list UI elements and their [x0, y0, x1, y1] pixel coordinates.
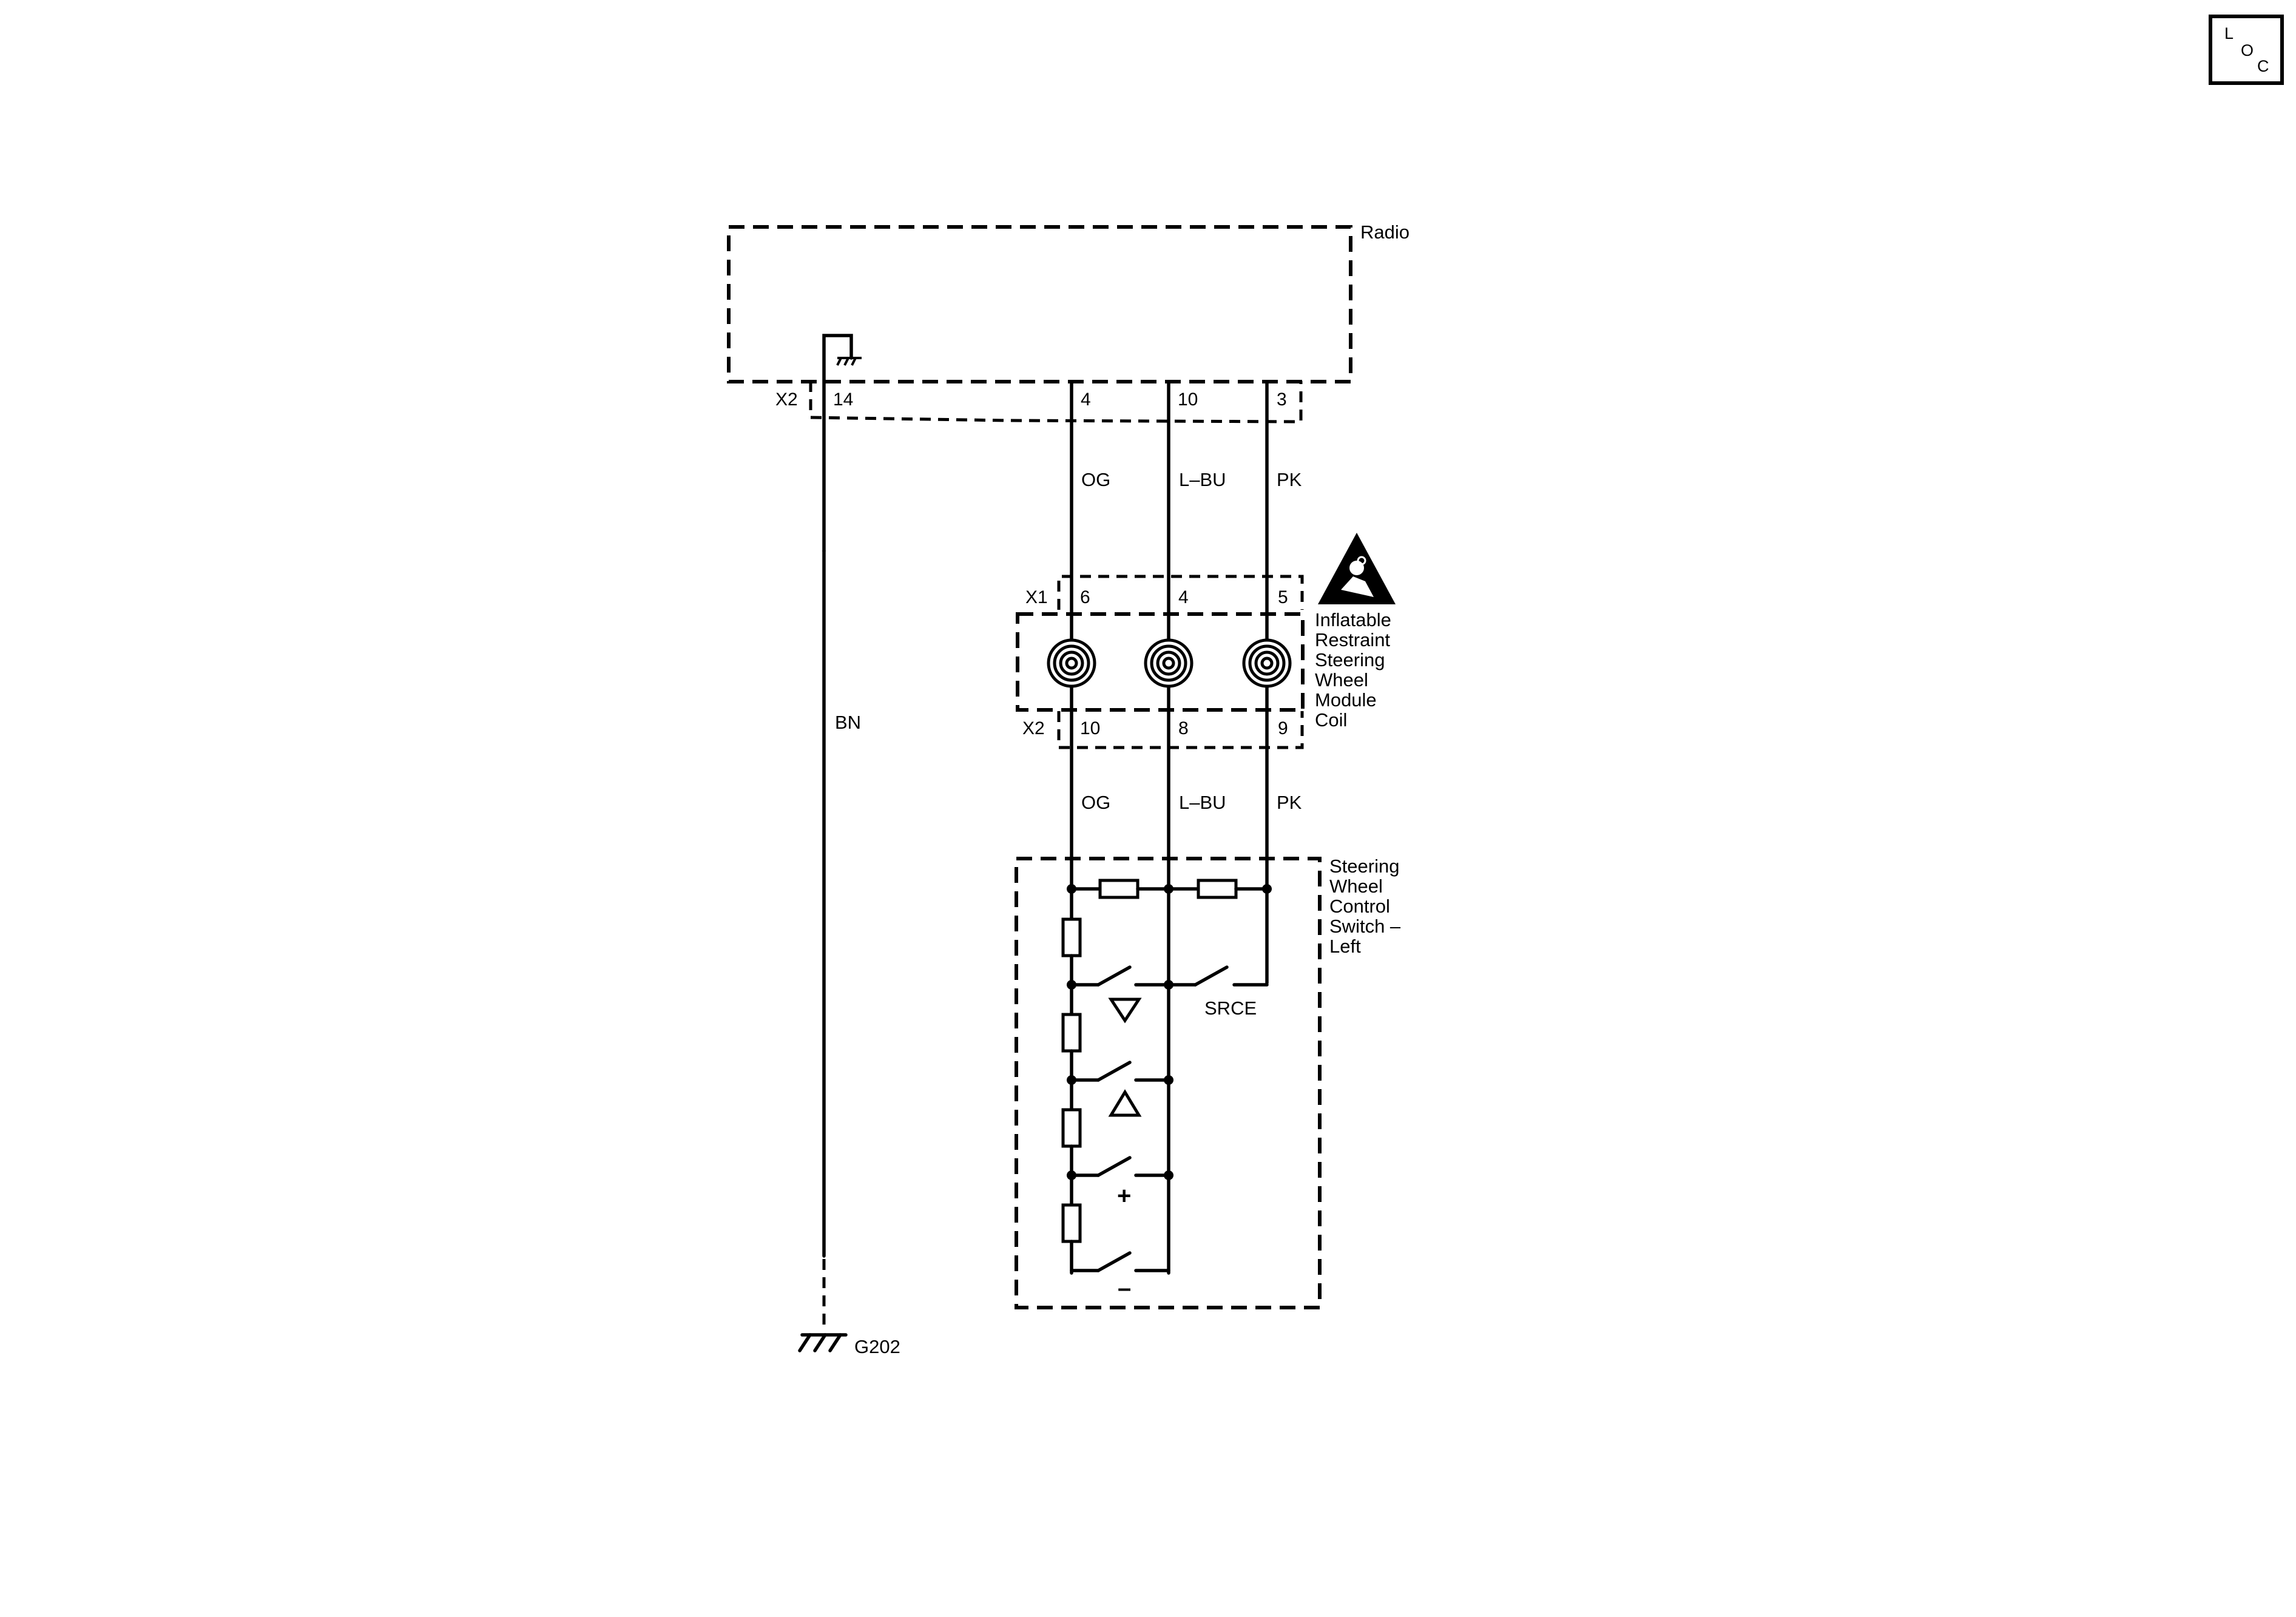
srce-label: SRCE: [1204, 998, 1257, 1019]
switch-label: Steering Wheel Control Switch – Left: [1329, 856, 1406, 957]
coil-x2-name: X2: [1022, 718, 1045, 738]
loc-letter-o: O: [2241, 41, 2254, 59]
coil-connector-x1: [1057, 575, 1304, 610]
radio-label: Radio: [1360, 221, 1410, 243]
wire-color-og-upper: OG: [1081, 469, 1110, 490]
resistor-icon: [1061, 1108, 1082, 1148]
switch-contact-icon: [1070, 1061, 1170, 1082]
wire-color-og-lower: OG: [1081, 792, 1110, 813]
coil-label: Inflatable Restraint Steering Wheel Modu…: [1315, 609, 1396, 731]
switch-box: [1015, 857, 1322, 1309]
coil-x2-pin-9: 9: [1278, 718, 1288, 738]
chassis-ground-icon: [798, 1333, 848, 1352]
switch-contact-icon: [1070, 1156, 1170, 1177]
clockspring-coil-icon: [1242, 638, 1292, 688]
radio-box: [727, 225, 1352, 383]
loc-letter-l: L: [2224, 24, 2234, 42]
coil-x1-name: X1: [1025, 587, 1048, 607]
switch-contact-icon: [1070, 965, 1170, 987]
switch-label-line-1: Steering: [1329, 856, 1399, 877]
resistor-icon: [1061, 1013, 1082, 1053]
minus-label: –: [1118, 1275, 1131, 1301]
ground-g202-label: G202: [854, 1336, 900, 1357]
radio-ground-lead: [822, 334, 853, 553]
radio-connector-x2: [809, 381, 1303, 424]
coil-x1-pin-5: 5: [1278, 587, 1288, 607]
switch-label-line-2: Wheel: [1329, 876, 1383, 897]
resistor-icon: [1061, 917, 1082, 957]
radio-pin-4: 4: [1081, 390, 1091, 410]
coil-box: [1016, 612, 1305, 712]
resistor-icon: [1197, 879, 1238, 899]
switch-contact-icon: [1070, 1251, 1170, 1272]
clockspring-coil-icon: [1047, 638, 1096, 688]
switch-label-line-5: Left: [1329, 936, 1361, 957]
plus-label: +: [1117, 1183, 1131, 1209]
coil-x2-pin-10: 10: [1080, 718, 1100, 738]
coil-label-line-3: Steering: [1315, 649, 1385, 670]
coil-label-line-1: Inflatable: [1315, 609, 1391, 630]
wire-color-l-bu-lower: L–BU: [1179, 792, 1226, 813]
triangle-up-icon: [1108, 1089, 1142, 1117]
ground-icon: [836, 357, 862, 366]
coil-label-line-2: Restraint: [1315, 629, 1390, 650]
radio-pin-10: 10: [1178, 390, 1198, 410]
loc-letter-c: C: [2257, 57, 2269, 75]
resistor-icon: [1098, 879, 1140, 899]
wire-color-bn: BN: [835, 712, 861, 733]
coil-x2-pin-8: 8: [1178, 718, 1189, 738]
radio-pin-14: 14: [833, 390, 853, 410]
wire-color-l-bu-upper: L–BU: [1179, 469, 1226, 490]
coil-label-line-6: Coil: [1315, 709, 1347, 731]
clockspring-coil-icon: [1144, 638, 1194, 688]
wire-color-pk-upper: PK: [1277, 469, 1302, 490]
switch-label-line-4: Switch –: [1329, 916, 1401, 937]
coil-x1-pin-4: 4: [1178, 587, 1189, 607]
coil-label-line-4: Wheel: [1315, 669, 1368, 690]
radio-pin-3: 3: [1277, 390, 1287, 410]
resistor-icon: [1061, 1203, 1082, 1243]
switch-contact-icon: [1167, 965, 1269, 987]
switch-label-line-3: Control: [1329, 896, 1390, 917]
airbag-warning-icon: [1318, 533, 1396, 604]
wire-color-pk-lower: PK: [1277, 792, 1302, 813]
triangle-down-icon: [1108, 998, 1142, 1024]
coil-label-line-5: Module: [1315, 689, 1377, 711]
coil-x1-pin-6: 6: [1080, 587, 1090, 607]
loc-badge-icon: L O C: [2209, 15, 2284, 85]
radio-connector-name: X2: [775, 390, 798, 410]
coil-connector-x2: [1057, 711, 1304, 749]
